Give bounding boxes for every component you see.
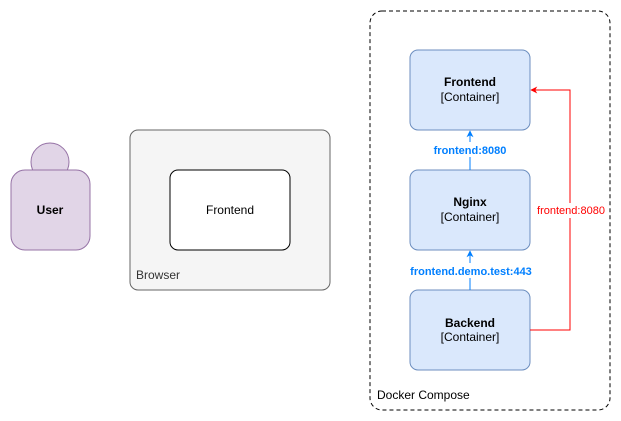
- frontend-container-title: Frontend: [444, 75, 496, 89]
- backend-container-subtitle: [Container]: [441, 330, 500, 344]
- browser-group: Frontend Browser: [129, 129, 331, 291]
- user-body-icon: [10, 169, 91, 251]
- docker-compose-label: Docker Compose: [377, 388, 470, 402]
- user-label: User: [37, 203, 64, 217]
- browser-frontend-box: [169, 169, 291, 251]
- backend-container-title: Backend: [445, 316, 495, 330]
- edge-backend-to-nginx-label: frontend.demo.test:443: [410, 266, 532, 278]
- nginx-container-title: Nginx: [453, 195, 487, 209]
- edge-backend-to-nginx-label-bg: [413, 263, 529, 278]
- browser-frontend-label: Frontend: [206, 203, 254, 217]
- docker-compose-group: Docker Compose: [369, 10, 611, 411]
- edge-backend-to-nginx: frontend.demo.test:443: [410, 250, 532, 290]
- frontend-container-box: [409, 49, 531, 131]
- backend-container: Backend [Container]: [409, 289, 531, 371]
- browser-label: Browser: [136, 268, 180, 282]
- docker-compose-boundary: [369, 10, 611, 411]
- edge-backend-to-frontend-label-bg: [535, 203, 607, 218]
- edge-nginx-to-frontend: frontend:8080: [433, 130, 507, 170]
- edge-nginx-to-frontend-label: frontend:8080: [434, 145, 507, 157]
- frontend-container: Frontend [Container]: [409, 49, 531, 131]
- edge-backend-to-frontend: frontend:8080: [530, 86, 607, 331]
- frontend-container-subtitle: [Container]: [441, 90, 500, 104]
- nginx-container: Nginx [Container]: [409, 169, 531, 251]
- edge-nginx-to-frontend-label-bg: [433, 142, 507, 157]
- edge-backend-to-frontend-label: frontend:8080: [537, 205, 605, 217]
- nginx-container-subtitle: [Container]: [441, 210, 500, 224]
- user-actor: User: [10, 142, 91, 251]
